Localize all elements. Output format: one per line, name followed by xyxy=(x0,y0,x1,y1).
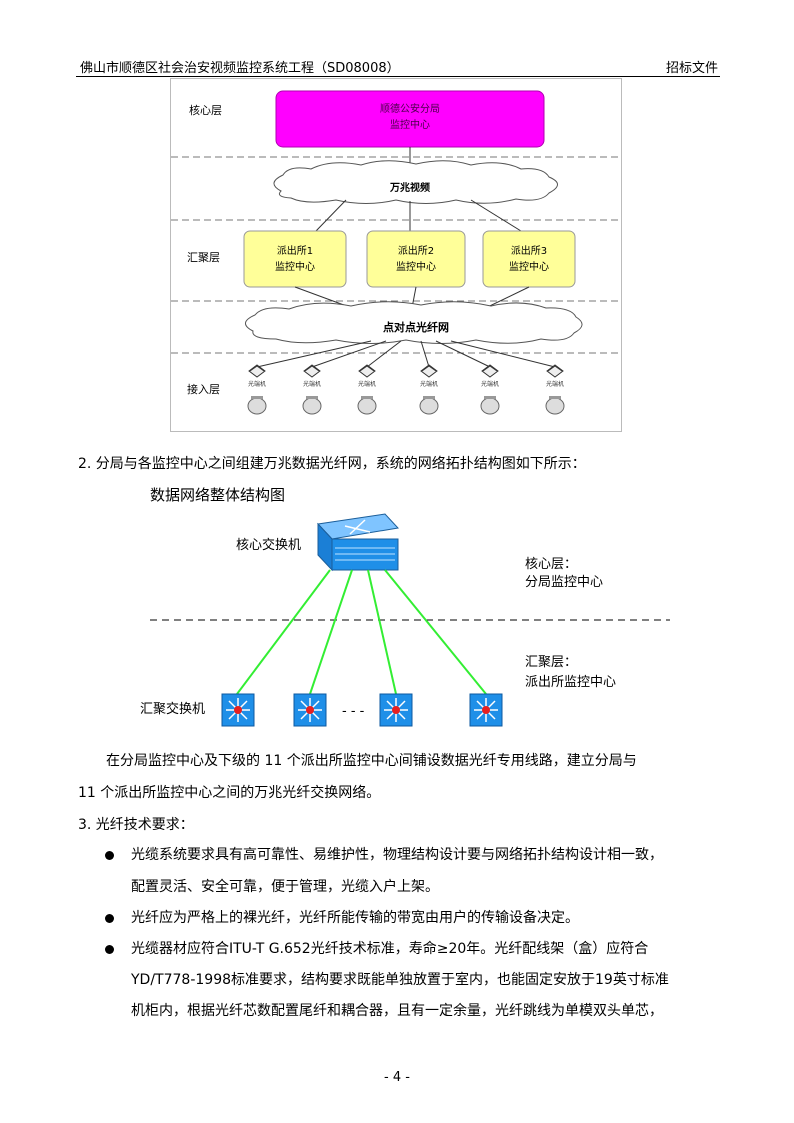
core-box-line2: 监控中心 xyxy=(390,118,430,131)
figure2-title: 数据网络整体结构图 xyxy=(150,486,285,504)
agg-switch-icon-1 xyxy=(221,693,255,727)
station-1-line2: 监控中心 xyxy=(275,260,315,273)
endpoint-label: 光端机 xyxy=(481,380,499,388)
page-number: - 4 - xyxy=(384,1070,410,1085)
uplink-1 xyxy=(236,569,331,695)
station-3-line2: 监控中心 xyxy=(509,260,549,273)
station-2-line2: 监控中心 xyxy=(396,260,436,273)
uplink-2 xyxy=(309,569,353,695)
bullet-dot xyxy=(105,851,114,860)
station-1-line1: 派出所1 xyxy=(277,244,313,257)
endpoint-label: 光端机 xyxy=(420,380,438,388)
dome-camera-icon xyxy=(357,397,377,415)
uplink-4 xyxy=(384,569,487,695)
layer-label-aggregation: 汇聚层 xyxy=(187,251,220,264)
endpoint-label: 光端机 xyxy=(546,380,564,388)
dome-camera-icon xyxy=(302,397,322,415)
station-2-line1: 派出所2 xyxy=(398,244,434,257)
core-layer-desc: 分局监控中心 xyxy=(525,575,603,590)
agg-switch-icon-3 xyxy=(379,693,413,727)
item-3-text: 3. 光纤技术要求： xyxy=(78,817,194,833)
core-center-box xyxy=(275,90,545,148)
layer-label-core: 核心层 xyxy=(189,103,222,117)
dome-camera-icon xyxy=(480,397,500,415)
item-2-text: 2. 分局与各监控中心之间组建万兆数据光纤网，系统的网络拓扑结构图如下所示： xyxy=(78,456,586,472)
agg-layer-label: 汇聚层： xyxy=(525,655,577,670)
bullet-3-line-2: YD/T778-1998标准要求，结构要求既能单独放置于室内，也能固定安放于19… xyxy=(131,972,669,988)
endpoint-6: 光端机 xyxy=(545,364,565,415)
core-switch-icon xyxy=(316,513,399,572)
endpoint-label: 光端机 xyxy=(358,380,376,388)
agg-switch-label: 汇聚交换机 xyxy=(140,701,205,717)
endpoint-label: 光端机 xyxy=(303,380,321,388)
core-layer-label: 核心层： xyxy=(525,557,577,572)
endpoint-1: 光端机 xyxy=(247,364,267,415)
bullet-1-line-1: 光缆系统要求具有高可靠性、易维护性，物理结构设计要与网络拓扑结构设计相一致， xyxy=(131,847,663,863)
agg-layer-desc: 派出所监控中心 xyxy=(525,675,616,690)
network-layer-svg: 核心层 汇聚层 接入层 顺德公安分局 监控中心 万兆视频 派出所1 监控中心 派… xyxy=(171,90,621,415)
core-switch-label: 核心交换机 xyxy=(236,537,301,553)
station-box-3 xyxy=(482,230,576,288)
dome-camera-icon xyxy=(545,397,565,415)
switch-ellipsis: - - - xyxy=(342,704,365,719)
network-layer-diagram: 核心层 汇聚层 接入层 顺德公安分局 监控中心 万兆视频 派出所1 监控中心 派… xyxy=(170,78,622,432)
station-3-line1: 派出所3 xyxy=(511,244,547,257)
station-box-2 xyxy=(366,230,466,288)
header-divider xyxy=(76,76,720,77)
dome-camera-icon xyxy=(419,397,439,415)
agg-switch-icon-2 xyxy=(293,693,327,727)
bullet-1-line-2: 配置灵活、安全可靠，便于管理，光缆入户上架。 xyxy=(131,879,439,895)
core-box-line1: 顺德公安分局 xyxy=(380,102,440,115)
bullet-3-line-3: 机柜内，根据光纤芯数配置尾纤和耦合器，且有一定余量，光纤跳线为单模双头单芯， xyxy=(131,1003,663,1019)
endpoint-3: 光端机 xyxy=(357,364,377,415)
header-doc-type: 招标文件 xyxy=(665,61,718,76)
bullet-dot xyxy=(105,914,114,923)
switch-topology-diagram: 数据网络整体结构图 核心交换机 核心层： 分局监控中心 汇聚层： 派出所监控中心… xyxy=(140,486,670,727)
paragraph-line-1: 在分局监控中心及下级的 11 个派出所监控中心间铺设数据光纤专用线路，建立分局与 xyxy=(106,753,637,769)
bullet-3-line-1: 光缆器材应符合ITU-T G.652光纤技术标准，寿命≥20年。光纤配线架（盒）… xyxy=(131,941,649,957)
cloud-bottom-label: 点对点光纤网 xyxy=(383,320,449,334)
endpoint-2: 光端机 xyxy=(302,364,322,415)
station-box-1 xyxy=(243,230,347,288)
uplink-3 xyxy=(367,569,397,695)
endpoint-5: 光端机 xyxy=(480,364,500,415)
cloud-10g-video xyxy=(273,160,558,204)
bullet-2-line-1: 光纤应为严格上的裸光纤，光纤所能传输的带宽由用户的传输设备决定。 xyxy=(131,910,579,926)
endpoint-label: 光端机 xyxy=(248,380,266,388)
endpoint-4: 光端机 xyxy=(419,364,439,415)
cloud-top-label: 万兆视频 xyxy=(389,181,430,194)
header-title: 佛山市顺德区社会治安视频监控系统工程（SD08008） xyxy=(80,61,400,76)
layer-label-access: 接入层 xyxy=(187,383,220,396)
paragraph-line-2: 11 个派出所监控中心之间的万兆光纤交换网络。 xyxy=(78,785,381,801)
agg-switch-icon-4 xyxy=(469,693,503,727)
dome-camera-icon xyxy=(247,397,267,415)
bullet-dot xyxy=(105,945,114,954)
